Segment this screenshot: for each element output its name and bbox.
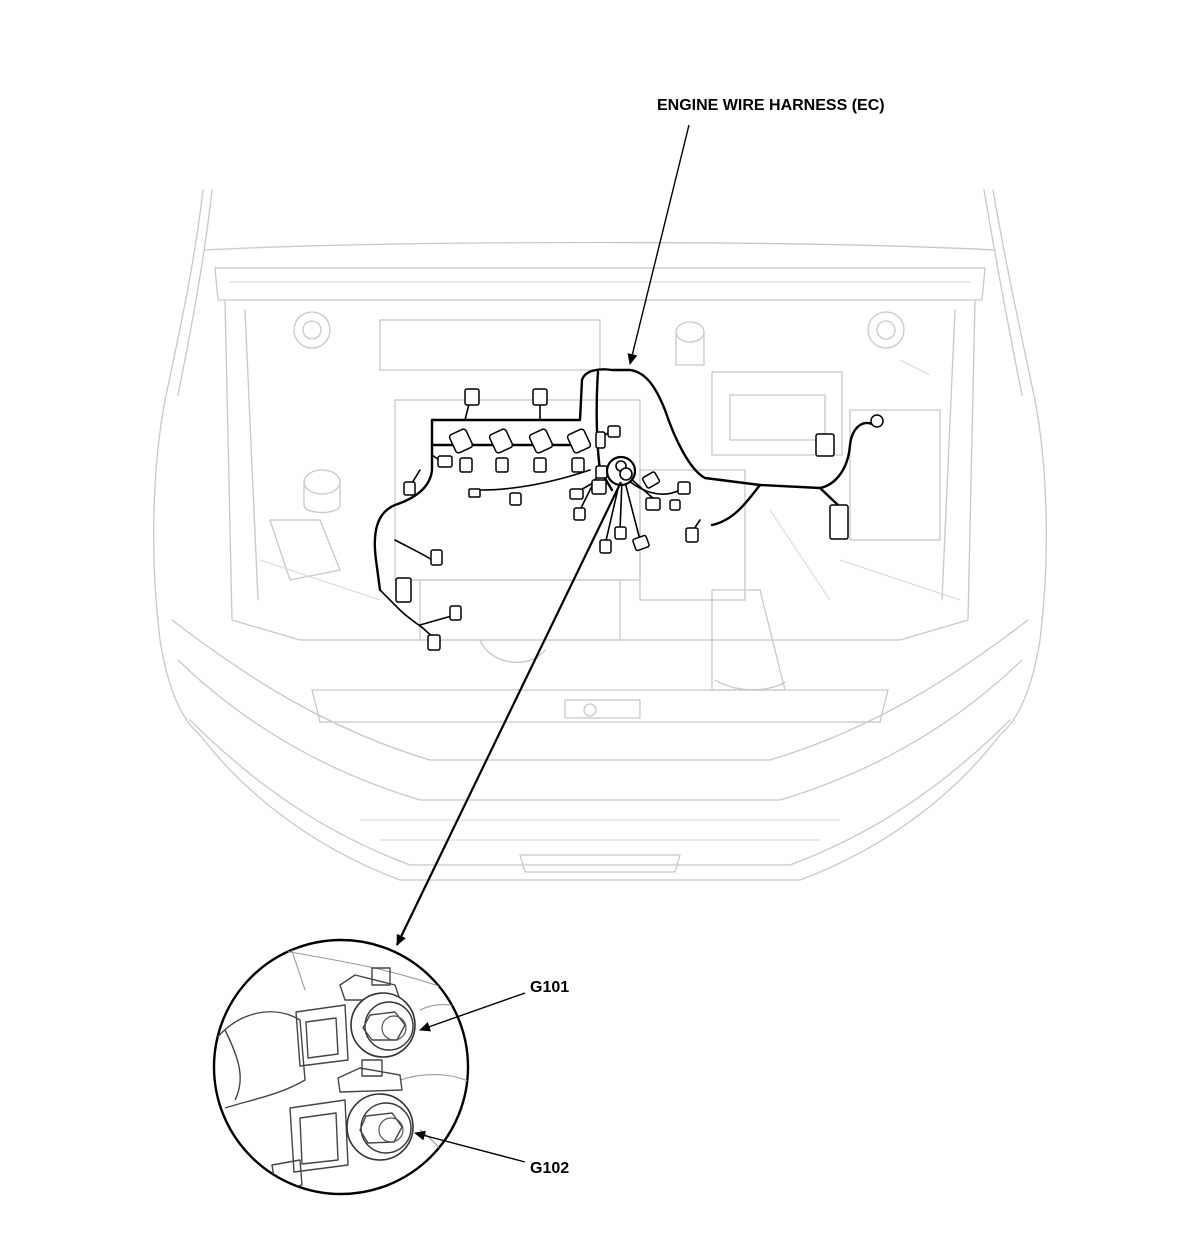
connector [533,457,547,473]
connector [815,433,835,457]
connector [614,526,627,540]
connector [645,497,661,511]
connector [829,504,849,540]
harness-connectors [395,388,884,651]
connector [870,414,884,428]
g102-leader-arrow [414,1130,526,1163]
detail-leader-arrow [396,481,622,946]
connector [595,465,608,479]
connector [403,481,416,496]
g101-label: G101 [530,979,569,996]
connector [509,492,522,506]
connector [595,431,606,449]
connector [468,488,481,498]
g101-bolt [350,992,416,1058]
engine-wire-harness [373,368,874,641]
connector [528,428,554,454]
connector [427,634,441,651]
connector [607,425,621,438]
connector [632,534,650,552]
leader-lines [396,124,690,1163]
g102-bolt [346,1093,414,1161]
vehicle-front-outline [153,189,1047,881]
connector [495,457,509,473]
connector [641,471,661,489]
connector [599,539,612,554]
connector [669,499,681,511]
connector [569,488,584,500]
connector [532,388,548,406]
connector [449,605,462,621]
connector [488,428,514,454]
connector [464,388,480,406]
connector [459,457,473,473]
connector [566,428,592,454]
connector [571,457,585,473]
connector [677,481,691,495]
ground-detail-view [212,938,470,1196]
connector [430,549,443,566]
connector [573,507,586,521]
connector [437,455,453,468]
g101-leader-arrow [419,992,526,1032]
connector [591,479,607,495]
connector [395,577,412,603]
harness-leader-arrow [627,124,690,365]
connector [685,527,699,543]
harness-label: ENGINE WIRE HARNESS (EC) [657,97,885,114]
connector [448,428,474,454]
g102-label: G102 [530,1160,569,1177]
